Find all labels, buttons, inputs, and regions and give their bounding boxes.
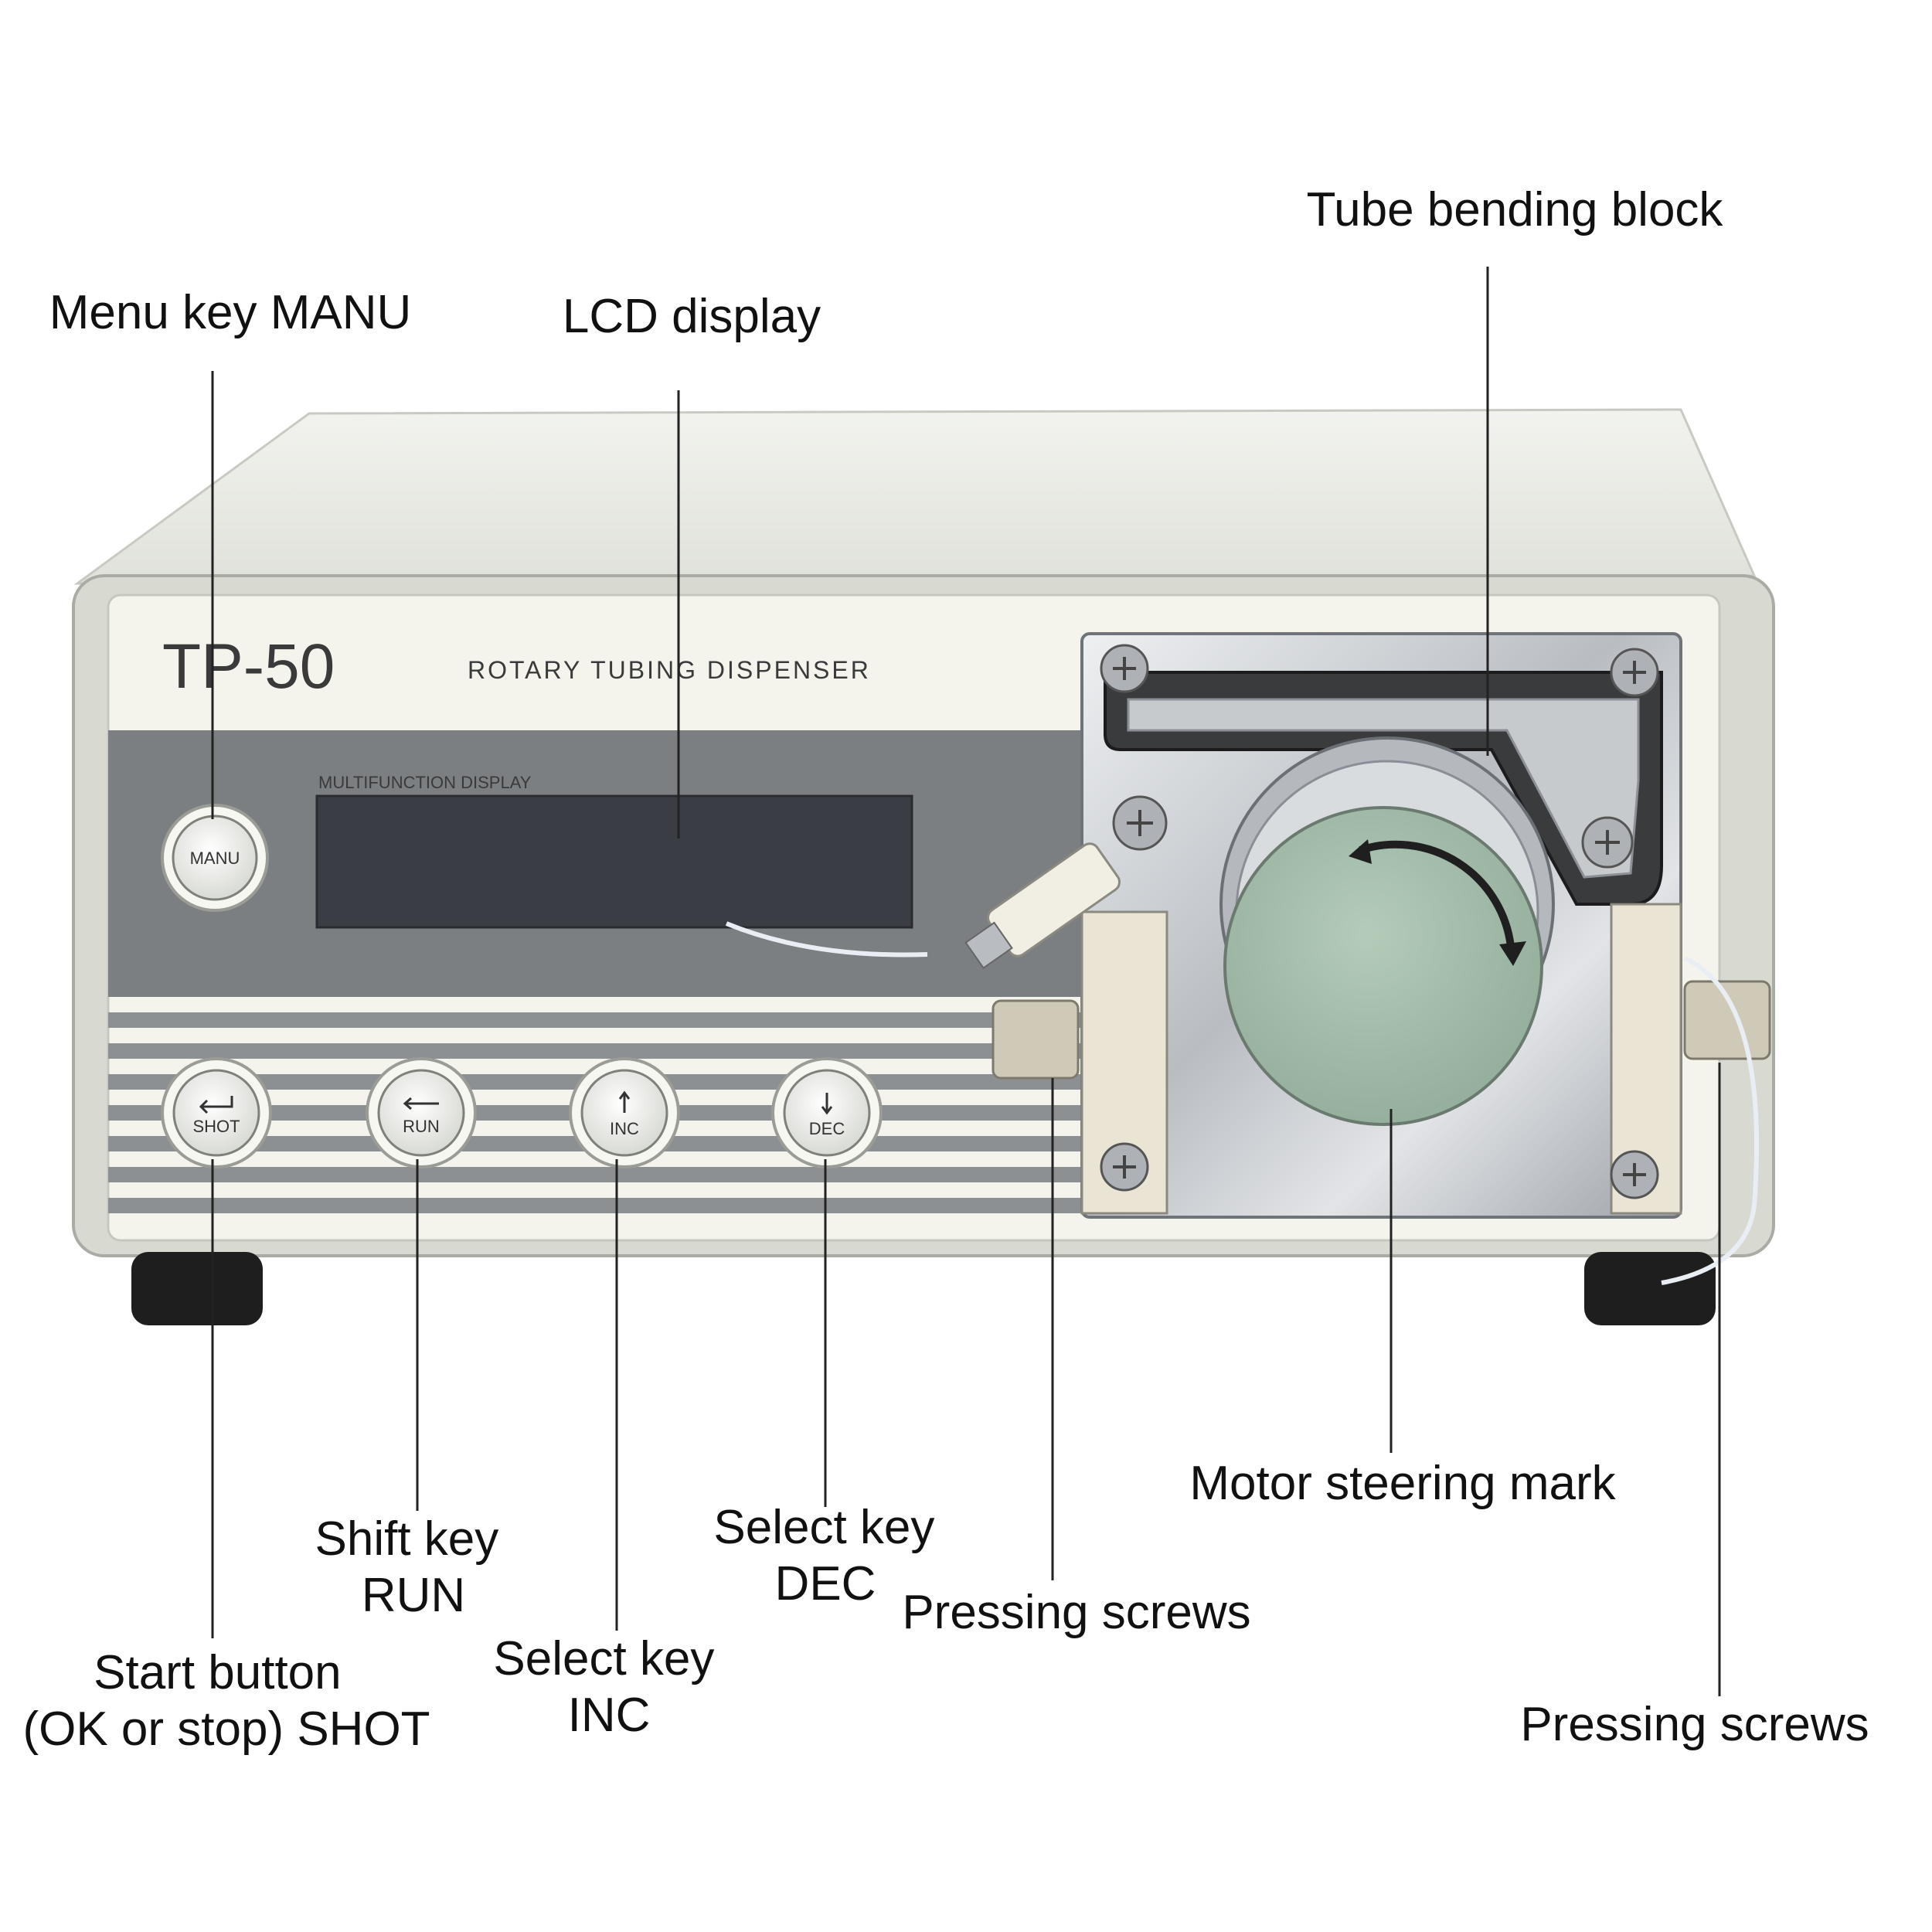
callout-select-key-inc: Select key INC [493, 1632, 727, 1742]
device-subtitle: ROTARY TUBING DISPENSER [468, 656, 871, 684]
callout-pressing-screws-left: Pressing screws [902, 1586, 1250, 1639]
enter-arrow-icon [199, 1096, 233, 1114]
run-key[interactable]: RUN [366, 1057, 477, 1168]
callout-start-button: Start button (OK or stop) SHOT [22, 1646, 430, 1756]
callout-start-button-line2: (OK or stop) SHOT [22, 1702, 430, 1756]
screw-bottom-left [1100, 1142, 1149, 1192]
callout-select-key-dec-line2: DEC [775, 1557, 876, 1611]
pressing-screw-right[interactable] [1683, 980, 1771, 1060]
callout-shift-key-line2: RUN [362, 1569, 465, 1622]
callout-select-key-inc-line1: Select key [493, 1632, 714, 1685]
run-key-label: RUN [403, 1117, 440, 1136]
motor-dial [1223, 806, 1543, 1126]
callout-shift-key: Shift key RUN [315, 1512, 512, 1622]
left-arrow-icon [403, 1097, 439, 1111]
up-arrow-icon [618, 1090, 631, 1113]
callout-select-key-dec-line1: Select key [713, 1501, 934, 1554]
tube-connector [964, 842, 1121, 969]
pressing-screw-left[interactable] [992, 999, 1080, 1080]
callout-pressing-screws-right: Pressing screws [1520, 1698, 1869, 1751]
screw-mid-right [1581, 816, 1634, 869]
inc-key[interactable]: INC [569, 1057, 680, 1168]
rotation-arrowhead-end [1499, 941, 1526, 966]
callout-labels: Menu key MANU LCD display Tube bending b… [22, 183, 1869, 1756]
dec-key[interactable]: DEC [771, 1057, 883, 1168]
manu-key[interactable]: MANU [161, 804, 269, 912]
shot-key-label: SHOT [192, 1117, 240, 1136]
tubing-outlet [1661, 956, 1760, 1285]
lcd-screen [315, 794, 913, 929]
right-foot [1584, 1252, 1716, 1325]
callout-lcd-display: LCD display [563, 290, 821, 343]
rotation-arrowhead-start [1349, 839, 1372, 864]
screw-top-right [1610, 648, 1659, 697]
screw-mid-left [1112, 795, 1168, 851]
model-name: TP-50 [162, 631, 335, 702]
callout-select-key-dec: Select key DEC [713, 1501, 947, 1611]
callout-motor-steering-mark: Motor steering mark [1189, 1457, 1616, 1510]
callout-menu-key: Menu key MANU [49, 286, 412, 339]
tubing [725, 921, 928, 957]
down-arrow-icon [821, 1093, 833, 1115]
leader-lines [211, 267, 1721, 1696]
callout-tube-bending-block: Tube bending block [1307, 183, 1724, 236]
display-caption: MULTIFUNCTION DISPLAY [318, 773, 532, 792]
left-foot [131, 1252, 263, 1325]
dec-key-label: DEC [809, 1119, 845, 1138]
callout-shift-key-line1: Shift key [315, 1512, 498, 1566]
screw-top-left [1100, 644, 1149, 693]
tube-bending-block-face [1127, 698, 1640, 879]
manu-key-label: MANU [190, 849, 240, 868]
callout-start-button-line1: Start button [94, 1646, 342, 1699]
inc-key-label: INC [610, 1119, 639, 1138]
callout-select-key-inc-line2: INC [568, 1689, 651, 1742]
pump-head [725, 632, 1771, 1285]
rotation-arrow-icon [1359, 840, 1515, 947]
shot-key[interactable]: SHOT [161, 1057, 272, 1168]
screw-bottom-right [1610, 1150, 1659, 1199]
housing-top [73, 408, 1757, 585]
